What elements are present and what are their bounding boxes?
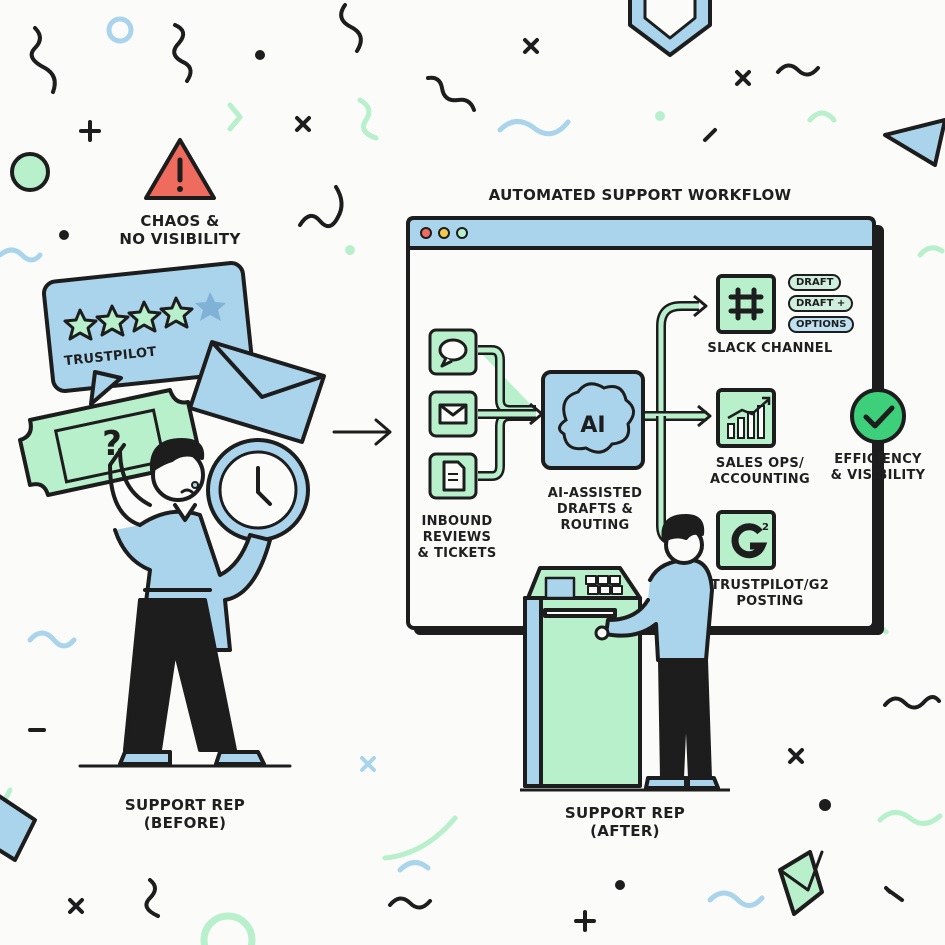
draft-badge: DRAFT bbox=[788, 274, 842, 291]
chaos-label: CHAOS & NO VISIBILITY bbox=[119, 212, 241, 248]
g2-logo-icon: 2 bbox=[716, 510, 776, 570]
draft-plus-badge: DRAFT + bbox=[788, 295, 854, 312]
inbound-label: INBOUND REVIEWS & TICKETS bbox=[417, 514, 497, 561]
ai-routing-label: AI-ASSISTED DRAFTS & ROUTING bbox=[547, 486, 643, 533]
ai-text: AI bbox=[580, 413, 605, 438]
envelope-icon bbox=[188, 340, 326, 444]
support-rep-before-label: SUPPORT REP (BEFORE) bbox=[124, 796, 246, 832]
support-rep-after-figure bbox=[594, 514, 720, 790]
svg-text:2: 2 bbox=[762, 522, 769, 533]
warning-icon bbox=[144, 138, 216, 200]
slack-channel-label: SLACK CHANNEL bbox=[707, 341, 833, 356]
transition-arrow-icon bbox=[332, 418, 392, 446]
clock-icon bbox=[206, 438, 310, 542]
check-circle-icon bbox=[850, 388, 906, 444]
sales-chart-icon bbox=[716, 388, 776, 448]
support-rep-after-label: SUPPORT REP (AFTER) bbox=[564, 804, 686, 840]
diagram-title: AUTOMATED SUPPORT WORKFLOW bbox=[488, 186, 792, 204]
star-rating-icon bbox=[63, 292, 226, 341]
inbound-channel-icons bbox=[428, 328, 478, 500]
ai-brain-icon: AI bbox=[541, 370, 645, 470]
kiosk-terminal bbox=[520, 566, 730, 792]
options-badge: OPTIONS bbox=[788, 316, 855, 333]
efficiency-label: EFFICIENCY & VISIBILITY bbox=[830, 452, 926, 483]
trustpilot-review-bubble bbox=[41, 261, 255, 406]
support-rep-before-figure bbox=[78, 438, 292, 768]
posting-label: TRUSTPILOT/G2 POSTING bbox=[710, 578, 830, 609]
slack-icon bbox=[716, 274, 776, 334]
sales-ops-label: SALES OPS/ ACCOUNTING bbox=[710, 456, 810, 487]
